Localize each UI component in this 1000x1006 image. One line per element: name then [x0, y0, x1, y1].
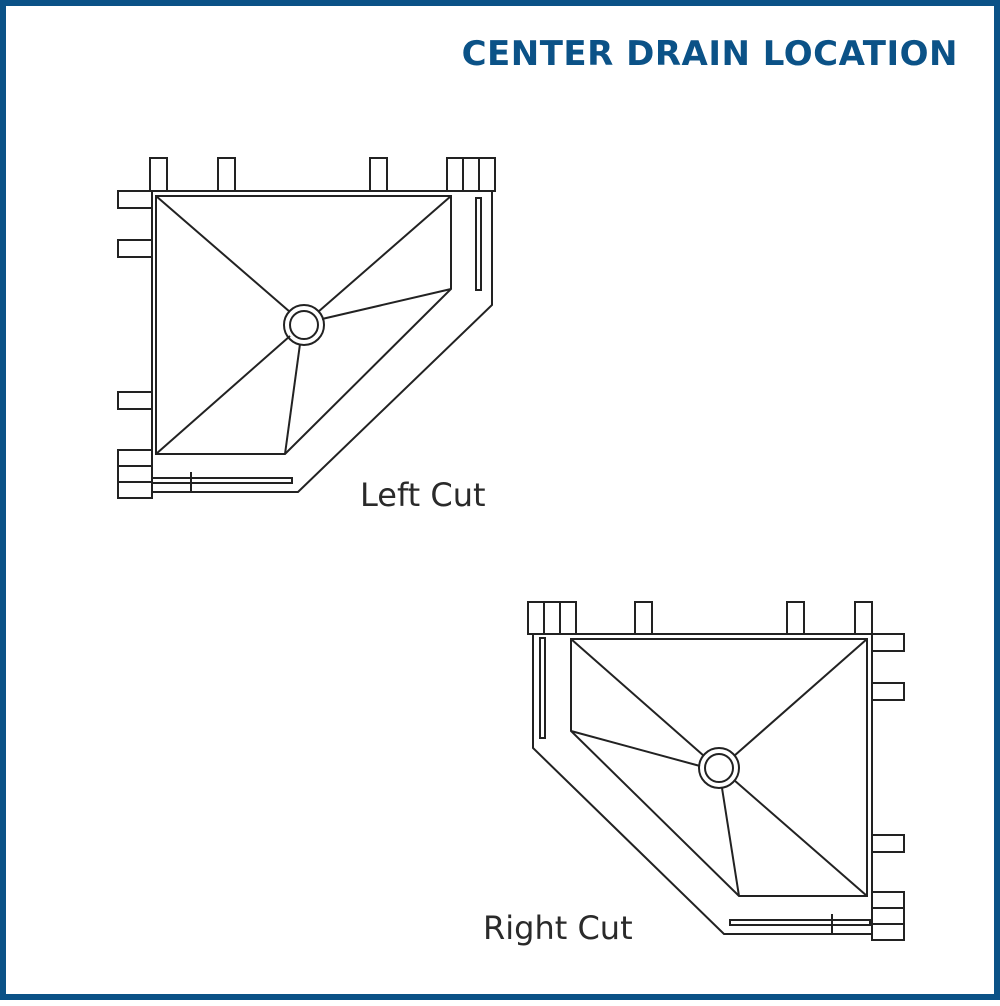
- right-cut-drain: [698, 747, 740, 789]
- right-cut-shower-pan: [527, 601, 905, 941]
- left-cut-slope-lines: [155, 195, 452, 455]
- page-title: CENTER DRAIN LOCATION: [461, 34, 958, 74]
- left-cut-drain: [283, 304, 325, 346]
- left-cut-side-flanges: [117, 190, 153, 499]
- left-cut-top-flanges: [149, 157, 496, 192]
- right-cut-top-flanges: [527, 601, 873, 635]
- right-cut-label: Right Cut: [483, 909, 633, 947]
- right-cut-basin: [570, 638, 868, 897]
- left-cut-basin: [155, 195, 452, 455]
- right-cut-outline: [532, 633, 873, 935]
- right-cut-wall-rails: [539, 637, 871, 934]
- left-cut-shower-pan: [117, 157, 496, 499]
- left-cut-label: Left Cut: [360, 476, 486, 514]
- left-cut-outline: [151, 190, 493, 493]
- left-cut-wall-rails: [151, 197, 482, 491]
- right-cut-side-flanges: [871, 633, 905, 941]
- right-cut-slope-lines: [570, 638, 868, 897]
